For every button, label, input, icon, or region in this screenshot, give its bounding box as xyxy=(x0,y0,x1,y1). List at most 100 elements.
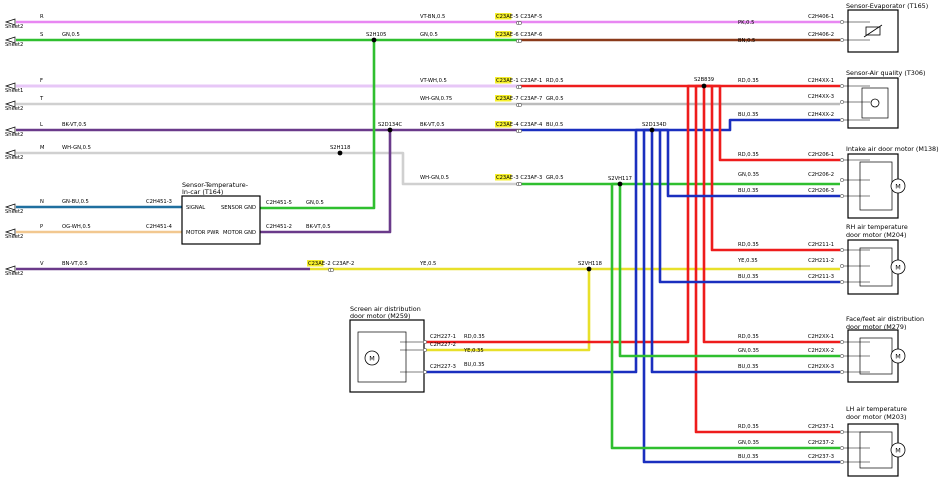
terminal xyxy=(423,348,427,352)
rh-wire-label: YE,0.35 xyxy=(737,258,758,264)
splice-label: S2H105 xyxy=(366,32,386,38)
wire-label-w-bn: BN,0.5 xyxy=(738,38,755,44)
wires-layer xyxy=(16,20,840,464)
sensor-frame xyxy=(861,87,889,119)
connector-pin-right xyxy=(518,103,522,107)
terminal xyxy=(423,340,427,344)
splice-label: S2D134D xyxy=(642,122,666,128)
wire-label-w-gn-s: GN,0.5 xyxy=(62,32,80,38)
terminal xyxy=(840,446,844,450)
motor-wire-label: BU,0.35 xyxy=(738,454,759,460)
wire-bu-intake xyxy=(652,128,840,198)
screen-title: door motor (M259) xyxy=(350,312,410,320)
screen-title: Screen air distribution xyxy=(350,305,421,313)
sheet-ref-s: S Sheet2 xyxy=(4,32,43,48)
sheet-letter: R xyxy=(40,14,44,20)
pin-motor-pwr: C2H451-4 xyxy=(146,224,173,230)
sheet-name: Sheet2 xyxy=(5,42,23,48)
motor-wire-label: GN,0.35 xyxy=(738,440,759,446)
wire-rd-face xyxy=(702,86,840,344)
wire-rd-lh xyxy=(694,84,840,434)
splice-label: S2D134C xyxy=(378,122,402,128)
sheet-name: Sheet2 xyxy=(5,155,23,161)
wire-bu-screen xyxy=(425,128,652,374)
terminal xyxy=(840,118,844,122)
rh-title: door motor (M204) xyxy=(846,231,906,239)
connector-label-af: -7 C23AF-7 xyxy=(514,96,543,102)
motor-wire-label: BU,0.35 xyxy=(738,364,759,370)
wire-label-w-ye05: YE,0.5 xyxy=(419,261,436,267)
component-intake xyxy=(842,153,906,219)
sheet-letter: S xyxy=(40,32,43,38)
connector-pin-right xyxy=(330,268,334,272)
sensor-in-car-box xyxy=(181,195,261,245)
terminal xyxy=(840,194,844,198)
connector-pin: C2H2XX-3 xyxy=(808,364,834,370)
motor-icon xyxy=(890,259,906,275)
terminal xyxy=(840,354,844,358)
motor-icon xyxy=(890,348,906,364)
air-quality-icon xyxy=(870,98,880,108)
motor-icon xyxy=(364,350,380,366)
sheet-name: Sheet2 xyxy=(5,106,23,112)
splice-s2d134d xyxy=(649,127,655,133)
splice-label: S2VH117 xyxy=(608,176,632,182)
component-evap xyxy=(842,9,899,53)
splice-label: S2VH118 xyxy=(578,261,602,267)
rh-wire-label: RD,0.35 xyxy=(738,242,759,248)
connector-label-af: -6 C23AF-6 xyxy=(514,32,543,38)
sheet-arrow-icon xyxy=(4,100,16,108)
inline-connector: C23AE-6 C23AF-6 xyxy=(495,31,542,38)
wire-gn-face xyxy=(618,184,840,358)
splice-s2vh117 xyxy=(617,181,623,187)
wire-label-w-bnvt: BN-VT,0.5 xyxy=(62,261,88,267)
connector-highlight xyxy=(495,77,512,84)
motor-wire-label: GN,0.35 xyxy=(738,172,759,178)
connector-pin: C2H227-3 xyxy=(430,364,456,370)
connector-pin: C2H4XX-3 xyxy=(808,94,834,100)
connector-pin-right xyxy=(518,129,522,133)
motor-symbol: M xyxy=(895,183,901,191)
components-layer xyxy=(181,9,906,477)
terminal xyxy=(840,158,844,162)
terminal xyxy=(840,430,844,434)
sheet-arrow-icon xyxy=(4,126,16,134)
wire-label-w-scr-rd: RD,0.35 xyxy=(464,334,485,340)
wire-label-w-rd035-top: RD,0.35 xyxy=(738,78,759,84)
connector-label-ae: C23AE xyxy=(496,96,513,102)
intake-box xyxy=(847,153,899,219)
wire-rd-intake xyxy=(704,84,840,162)
component-face xyxy=(842,329,906,383)
terminal xyxy=(840,84,844,88)
motor-symbol: M xyxy=(895,353,901,361)
lh-box xyxy=(847,423,899,477)
labels-layer: RSheet2SSheet2FSheet1TSheet2LSheet2MShee… xyxy=(4,2,939,464)
pin-label-motor-pwr: MOTOR PWR xyxy=(186,230,219,236)
wire-label-w-pk: PK,0.5 xyxy=(738,20,754,26)
wire-screen-ye xyxy=(425,269,591,352)
lh-title: door motor (M203) xyxy=(846,413,906,421)
motor-symbol: M xyxy=(895,264,901,272)
terminal xyxy=(840,340,844,344)
sheet-letter: N xyxy=(40,199,44,205)
terminal xyxy=(423,370,427,374)
inline-connector: C23AE-7 C23AF-7 xyxy=(495,95,542,102)
connector-pin: C2H237-1 xyxy=(808,424,834,430)
sheet-letter: L xyxy=(40,122,43,128)
motor-icon xyxy=(890,442,906,458)
pin-signal: C2H451-3 xyxy=(146,199,172,205)
splice-s2h118 xyxy=(337,150,343,156)
inline-connector: C23AE-3 C23AF-3 xyxy=(495,174,542,181)
connector-label-af: -2 C23AF-2 xyxy=(326,261,355,267)
connector-highlight xyxy=(307,260,324,267)
motor-icon xyxy=(890,178,906,194)
splice-s2d134c xyxy=(387,127,393,133)
wire-label-w-whgn075: WH-GN,0.75 xyxy=(420,96,452,102)
component-rh xyxy=(842,239,906,295)
terminal xyxy=(840,248,844,252)
connector-pin: C2H227-2 xyxy=(430,342,456,348)
